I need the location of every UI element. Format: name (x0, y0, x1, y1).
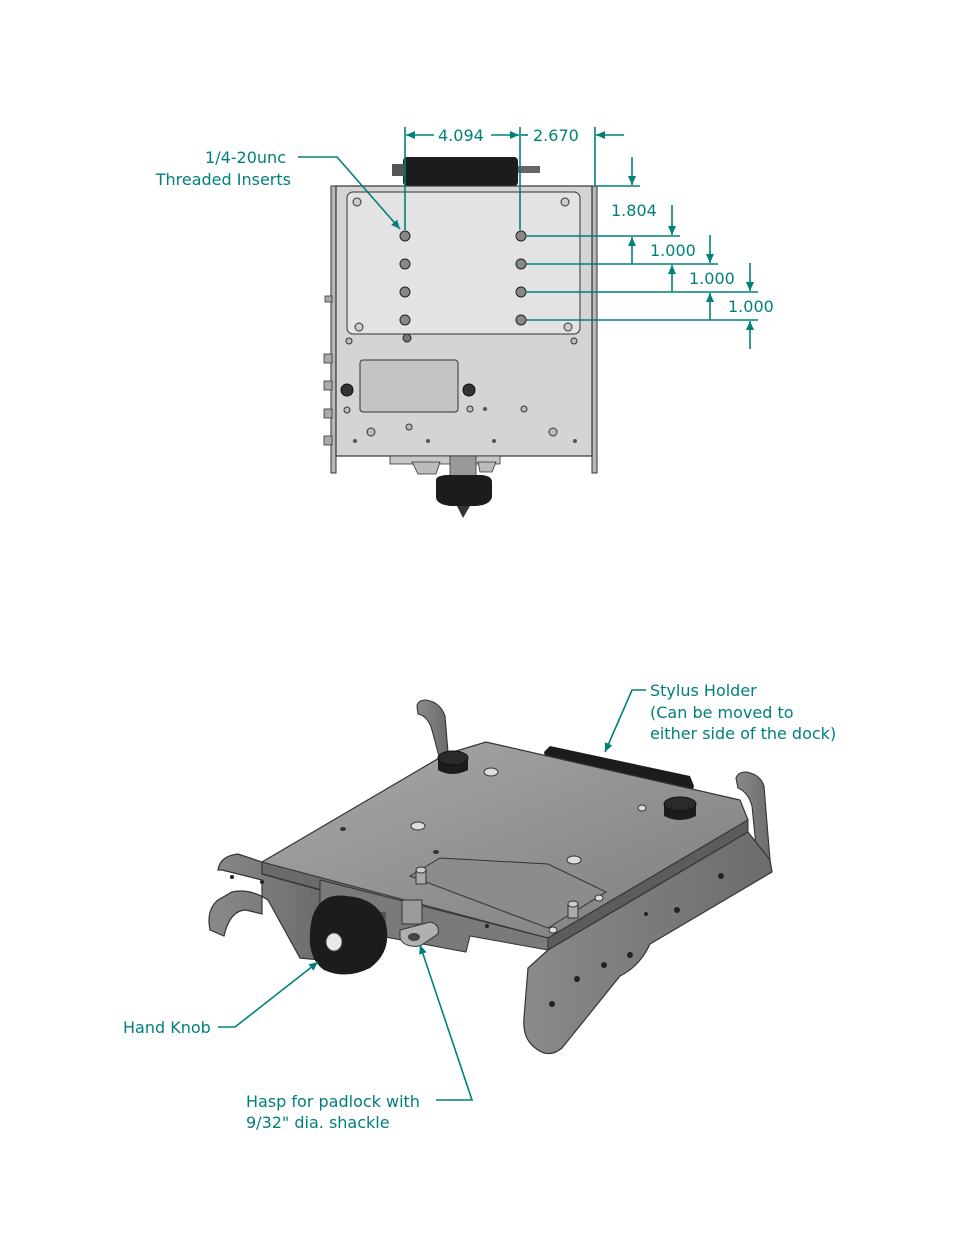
svg-text:Stylus Holder: Stylus Holder (650, 681, 757, 700)
iso-hand-knob (309, 895, 388, 975)
svg-text:Threaded Inserts: Threaded Inserts (155, 170, 291, 189)
svg-text:1/4-20unc: 1/4-20unc (205, 148, 286, 167)
callout-stylus-holder: Stylus Holder (Can be moved to either si… (604, 681, 836, 753)
callout-hand-knob: Hand Knob (123, 961, 319, 1037)
dim-4094: 4.094 (438, 126, 484, 145)
mount-plate (346, 191, 581, 335)
dim-1000-c: 1.000 (728, 297, 774, 316)
callout-threaded-inserts: 1/4-20unc Threaded Inserts (155, 148, 401, 230)
svg-text:(Can be moved to: (Can be moved to (650, 703, 794, 722)
stylus-holder-top (403, 157, 518, 186)
iso-view (208, 699, 773, 1055)
svg-text:either side of the dock): either side of the dock) (650, 724, 836, 743)
dim-1000-a: 1.000 (650, 241, 696, 260)
svg-text:Hand Knob: Hand Knob (123, 1018, 211, 1037)
hand-knob-top (436, 475, 492, 506)
iso-hasp (399, 921, 439, 947)
callout-hasp: Hasp for padlock with 9/32" dia. shackle (246, 944, 474, 1132)
svg-text:9/32" dia. shackle: 9/32" dia. shackle (246, 1113, 390, 1132)
dim-2670: 2.670 (533, 126, 579, 145)
dim-1804: 1.804 (611, 201, 657, 220)
top-view (323, 157, 598, 518)
iso-left-wall (208, 853, 321, 961)
plate-cutout (359, 359, 459, 413)
top-dimensions: 4.094 2.670 1.804 1.000 1.000 1.000 (404, 126, 774, 349)
dim-1000-b: 1.000 (689, 269, 735, 288)
svg-text:Hasp for padlock with: Hasp for padlock with (246, 1092, 420, 1111)
left-rail (330, 185, 337, 474)
right-rail (591, 185, 598, 474)
iso-right-wall (523, 831, 773, 1055)
